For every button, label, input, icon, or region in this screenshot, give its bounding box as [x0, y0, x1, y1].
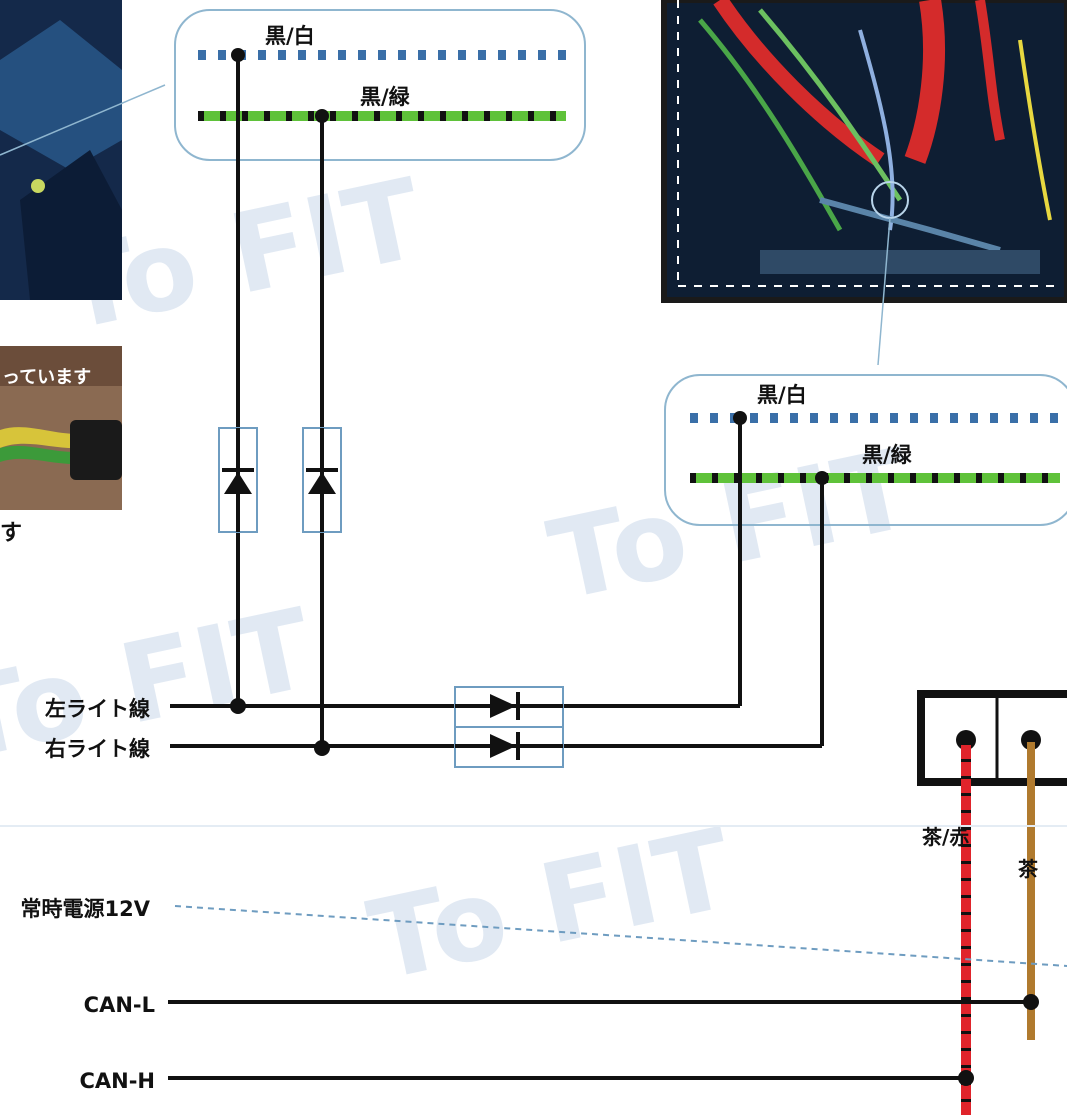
diode-right-light [302, 427, 342, 533]
wire-closeup-photo: っています [0, 346, 122, 510]
engine-bay-photo-top-left [0, 0, 166, 300]
watermark-text: To FIT [359, 804, 743, 1005]
connector-block [917, 690, 1067, 786]
can-h-label: CAN-H [79, 1069, 155, 1093]
diode-left-light [218, 427, 258, 533]
junction-dot [1023, 994, 1039, 1010]
wire-label-brown-red: 茶/赤 [922, 825, 969, 849]
junction-dot [230, 698, 246, 714]
left-light-label: 左ライト線 [45, 697, 150, 721]
top-wire-label-black-green: 黒/緑 [360, 85, 411, 109]
junction-dot [314, 740, 330, 756]
middle-wire-bundle: 黒/白 黒/緑 [664, 374, 1067, 526]
right-light-label: 右ライト線 [45, 737, 150, 761]
top-wire-bundle: 黒/白 黒/緑 [174, 9, 586, 161]
constant-power-label: 常時電源12V [21, 897, 151, 921]
wire-label-brown: 茶 [1018, 857, 1039, 881]
mid-wire-label-black-white: 黒/白 [757, 383, 807, 407]
diode-pair-horizontal [454, 686, 564, 768]
engine-bay-photo-top-right [661, 0, 1067, 366]
can-l-label: CAN-L [84, 993, 155, 1017]
mid-wire-label-black-green: 黒/緑 [862, 443, 913, 467]
junction-dot [958, 1070, 974, 1086]
photo-caption: っています [2, 367, 91, 388]
top-wire-label-black-white: 黒/白 [265, 24, 315, 48]
cut-off-text: す [0, 521, 22, 546]
